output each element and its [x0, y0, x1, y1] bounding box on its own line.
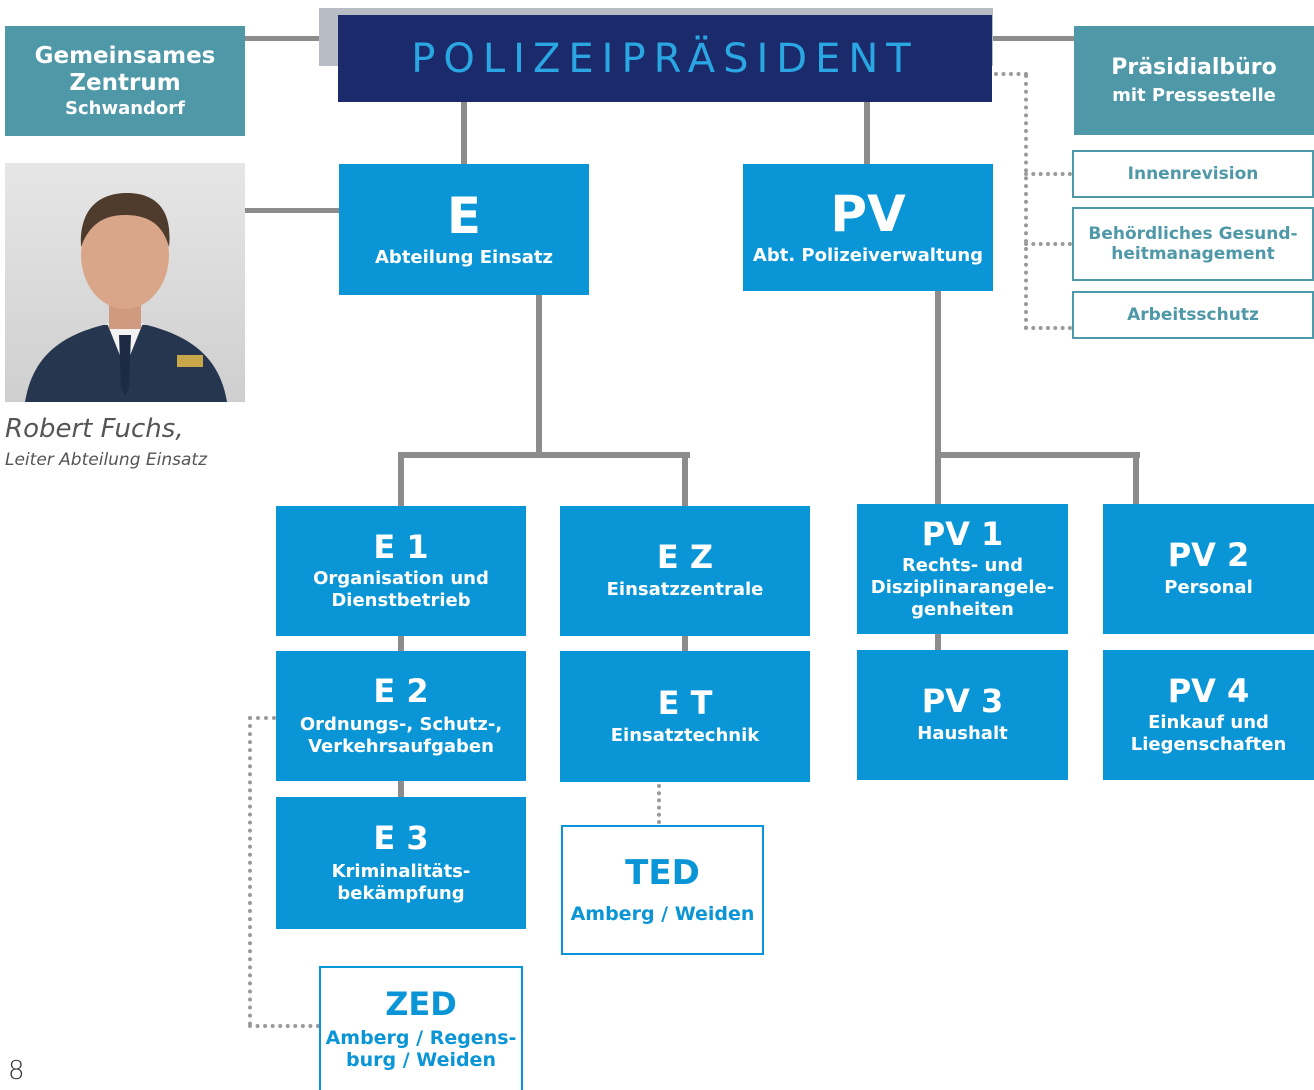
connector-pv-horizontal	[935, 452, 1140, 458]
unit-e3-code: E 3	[373, 818, 429, 857]
unit-pv1-box: PV 1 Rechts- und Disziplinarangele- genh…	[857, 504, 1068, 634]
polizeipraesident-title: POLIZEIPRÄSIDENT	[411, 35, 919, 82]
dept-e-code: E	[446, 187, 482, 246]
unit-pv1-line2: Disziplinarangele-	[870, 577, 1055, 598]
dotted-staff-innenrevision	[1024, 172, 1072, 176]
unit-e1-line2: Dienstbetrieb	[331, 589, 471, 611]
unit-pv4-line1: Einkauf und	[1148, 712, 1269, 734]
zed-line2: burg / Weiden	[346, 1048, 496, 1071]
unit-e2-code: E 2	[373, 671, 429, 710]
unit-e3-box: E 3 Kriminalitäts- bekämpfung	[276, 797, 526, 929]
connector-ez-et	[682, 636, 688, 652]
unit-e2-line2: Verkehrsaufgaben	[308, 735, 494, 757]
connector-e2-e3	[398, 781, 404, 797]
gz-line3: Schwandorf	[65, 97, 185, 119]
unit-e1-box: E 1 Organisation und Dienstbetrieb	[276, 506, 526, 636]
dotted-staff-top	[994, 72, 1028, 76]
gz-line2: Zentrum	[69, 70, 181, 97]
portrait-photo	[5, 163, 245, 402]
dept-e-label: Abteilung Einsatz	[375, 246, 553, 268]
unit-e2-box: E 2 Ordnungs-, Schutz-, Verkehrsaufgaben	[276, 651, 526, 781]
unit-pv3-code: PV 3	[921, 682, 1004, 721]
unit-pv3-line1: Haushalt	[917, 723, 1008, 744]
connector-left-top	[245, 36, 340, 41]
dotted-zed-vertical	[248, 716, 252, 1026]
dotted-staff-arbeitsschutz	[1024, 326, 1072, 330]
unit-ez-box: E Z Einsatzzentrale	[560, 506, 810, 636]
unit-e1-code: E 1	[373, 527, 429, 566]
connector-right-top	[992, 36, 1074, 41]
unit-e3-line2: bekämpfung	[337, 882, 465, 904]
connector-pv1-pv3	[935, 634, 941, 650]
innenrevision-label: Innenrevision	[1127, 163, 1259, 184]
arbeitsschutz-box: Arbeitsschutz	[1072, 291, 1314, 339]
dotted-staff-vertical	[1024, 74, 1028, 330]
connector-e1-drop	[398, 452, 404, 506]
unit-pv1-line3: genheiten	[911, 598, 1014, 620]
ted-box: TED Amberg / Weiden	[561, 825, 764, 955]
unit-e2-line1: Ordnungs-, Schutz-,	[299, 714, 503, 736]
unit-et-code: E T	[657, 683, 713, 722]
unit-pv2-box: PV 2 Personal	[1103, 504, 1314, 634]
connector-ez-drop	[682, 452, 688, 506]
unit-pv3-box: PV 3 Haushalt	[857, 650, 1068, 780]
dotted-e2-left	[248, 716, 276, 720]
pb-line1: Präsidialbüro	[1111, 55, 1277, 81]
portrait-role: Leiter Abteilung Einsatz	[5, 450, 208, 470]
gesundheitsmanagement-box: Behördliches Gesund- heitmanagement	[1072, 207, 1314, 281]
unit-ez-code: E Z	[656, 538, 714, 577]
unit-pv2-code: PV 2	[1167, 536, 1250, 575]
unit-pv4-line2: Liegenschaften	[1130, 733, 1287, 755]
unit-pv2-line1: Personal	[1164, 577, 1253, 598]
connector-e-down	[536, 295, 542, 455]
unit-pv4-box: PV 4 Einkauf und Liegenschaften	[1103, 650, 1314, 780]
unit-pv1-code: PV 1	[921, 514, 1004, 553]
connector-pv2-drop	[1133, 452, 1139, 504]
gemeinsames-zentrum-box: Gemeinsames Zentrum Schwandorf	[5, 26, 245, 136]
gesundheit-line1: Behördliches Gesund-	[1088, 223, 1298, 244]
zed-line1: Amberg / Regens-	[325, 1026, 517, 1049]
connector-top-pv	[864, 102, 870, 164]
dept-pv-box: PV Abt. Polizeiverwaltung	[743, 164, 993, 291]
innenrevision-box: Innenrevision	[1072, 150, 1314, 198]
portrait-name: Robert Fuchs,	[5, 414, 184, 444]
unit-ez-line1: Einsatzzentrale	[606, 579, 764, 600]
dept-pv-label: Abt. Polizeiverwaltung	[752, 244, 984, 266]
dotted-staff-gesundheit	[1024, 242, 1072, 246]
unit-et-line1: Einsatztechnik	[610, 724, 760, 746]
connector-photo-e	[245, 208, 340, 213]
connector-e1-e2	[398, 636, 404, 652]
pb-line2: mit Pressestelle	[1112, 85, 1276, 107]
page-number: 8	[8, 1056, 25, 1086]
unit-pv4-code: PV 4	[1167, 671, 1250, 710]
unit-e3-line1: Kriminalitäts-	[331, 861, 471, 883]
ted-code: TED	[625, 853, 700, 894]
gesundheit-line2: heitmanagement	[1111, 244, 1275, 264]
zed-box: ZED Amberg / Regens- burg / Weiden	[319, 966, 523, 1090]
praesidialbuero-box: Präsidialbüro mit Pressestelle	[1074, 26, 1314, 135]
dotted-et-ted	[657, 784, 661, 824]
connector-e-horizontal	[400, 452, 690, 458]
arbeitsschutz-label: Arbeitsschutz	[1127, 304, 1259, 325]
gz-line1: Gemeinsames	[34, 42, 216, 69]
unit-et-box: E T Einsatztechnik	[560, 651, 810, 782]
unit-pv1-line1: Rechts- und	[901, 555, 1024, 577]
dept-e-box: E Abteilung Einsatz	[339, 164, 589, 295]
zed-code: ZED	[385, 985, 457, 1024]
dotted-zed-bottom	[248, 1024, 320, 1028]
dept-pv-code: PV	[830, 185, 906, 244]
connector-top-e	[461, 102, 467, 164]
polizeipraesident-box: POLIZEIPRÄSIDENT	[338, 15, 992, 102]
unit-e1-line1: Organisation und	[313, 568, 489, 590]
portrait-image	[25, 193, 227, 402]
connector-pv-down	[935, 290, 941, 456]
connector-pv1-drop	[935, 452, 941, 504]
ted-label: Amberg / Weiden	[570, 902, 755, 925]
